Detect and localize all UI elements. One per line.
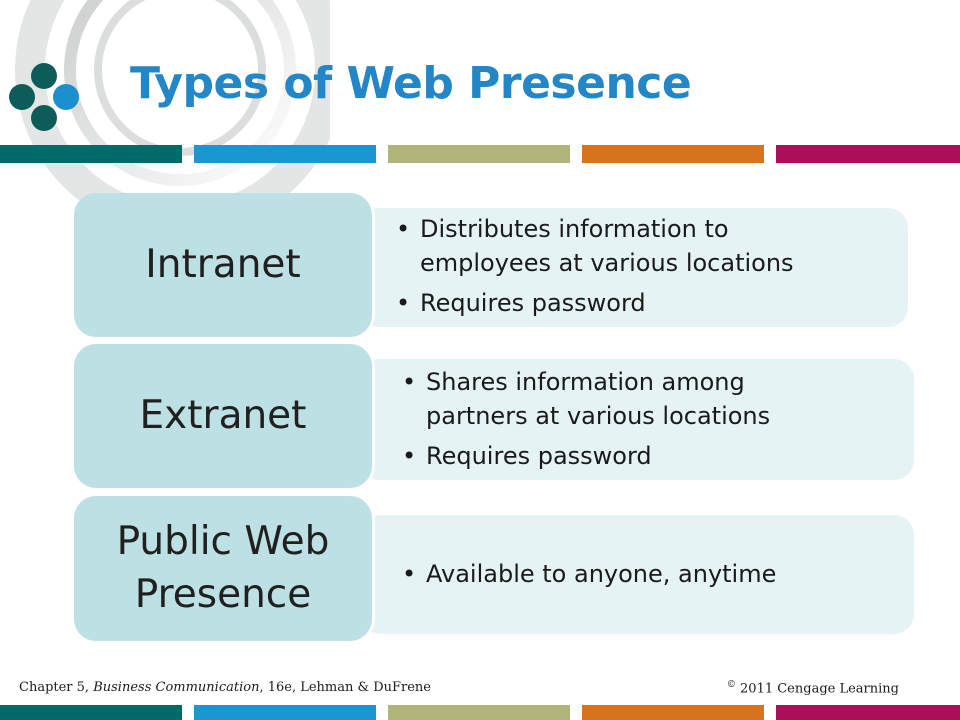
footer-book-title: Business Communication bbox=[93, 680, 260, 695]
copyright-symbol: © bbox=[726, 680, 736, 690]
color-bar-teal bbox=[0, 145, 182, 163]
bullet-item: Requires password bbox=[396, 286, 856, 320]
bullet-item: Available to anyone, anytime bbox=[402, 557, 862, 591]
row-public-web-presence: Public Web Presence Available to anyone,… bbox=[74, 496, 914, 641]
color-bar-magenta bbox=[776, 145, 960, 163]
row-intranet: Intranet Distributes information to empl… bbox=[74, 193, 914, 337]
public-label: Public Web Presence bbox=[116, 518, 330, 617]
footer-bar-blue bbox=[194, 705, 376, 720]
intranet-bullets: Distributes information to employees at … bbox=[396, 212, 856, 326]
intranet-label-box: Intranet bbox=[74, 193, 372, 337]
public-label-box: Public Web Presence bbox=[74, 496, 372, 641]
extranet-label-box: Extranet bbox=[74, 344, 372, 488]
bullet-item: Requires password bbox=[402, 439, 822, 473]
copyright-text: 2011 Cengage Learning bbox=[735, 681, 899, 697]
color-bar-orange bbox=[582, 145, 764, 163]
four-dot-logo-icon bbox=[9, 63, 79, 131]
intranet-label: Intranet bbox=[145, 241, 301, 287]
public-bullets: Available to anyone, anytime bbox=[402, 557, 862, 597]
footer-bar-teal bbox=[0, 705, 182, 720]
footer-bar-magenta bbox=[776, 705, 960, 720]
footer-bar-olive bbox=[388, 705, 570, 720]
color-bar-olive bbox=[388, 145, 570, 163]
footer-chapter-prefix: Chapter 5, bbox=[19, 680, 94, 695]
row-extranet: Extranet Shares information among partne… bbox=[74, 344, 914, 488]
footer-citation: Chapter 5, Business Communication, 16e, … bbox=[19, 680, 431, 695]
bullet-item: Shares information among partners at var… bbox=[402, 365, 822, 433]
color-bar-blue bbox=[194, 145, 376, 163]
footer-bar-orange bbox=[582, 705, 764, 720]
slide-title: Types of Web Presence bbox=[130, 58, 692, 109]
extranet-label: Extranet bbox=[139, 392, 307, 438]
footer-copyright: © 2011 Cengage Learning bbox=[727, 680, 899, 696]
footer-chapter-suffix: , 16e, Lehman & DuFrene bbox=[259, 680, 431, 695]
extranet-bullets: Shares information among partners at var… bbox=[402, 365, 822, 479]
bullet-item: Distributes information to employees at … bbox=[396, 212, 856, 280]
